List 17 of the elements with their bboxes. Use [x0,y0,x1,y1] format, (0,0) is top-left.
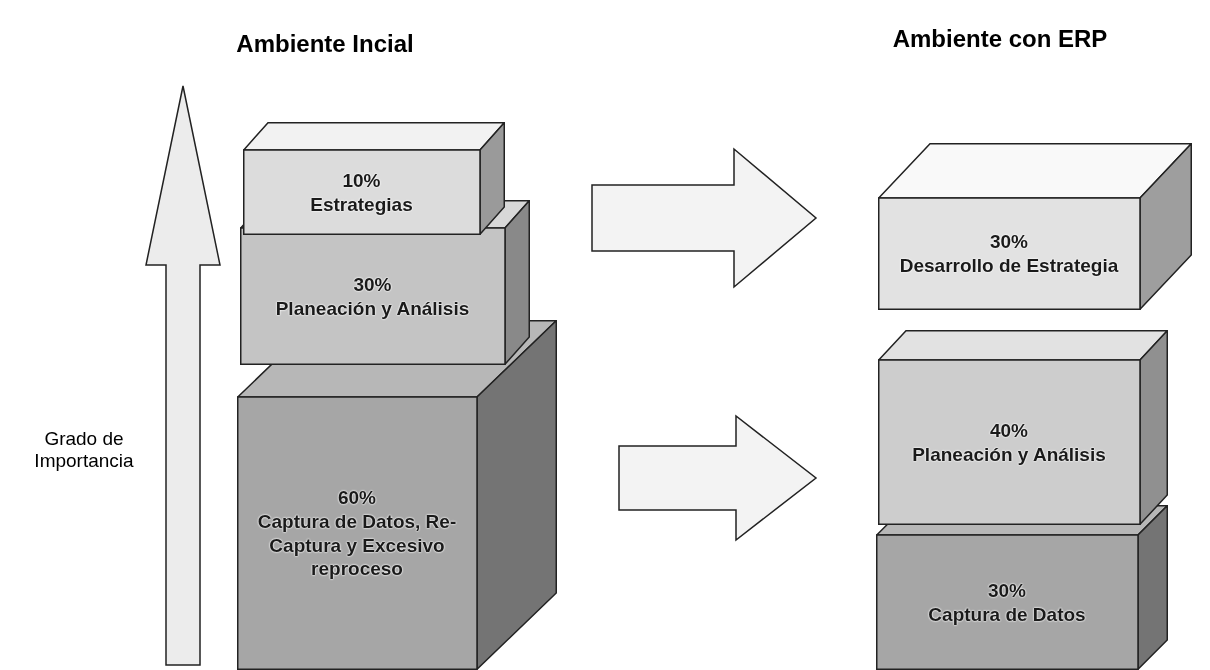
percentage-label: 10% [342,168,381,193]
percentage-label: 30% [990,230,1028,254]
block-arrow [618,414,818,542]
column-heading: Ambiente Incial [235,30,415,58]
percentage-label: 40% [990,418,1028,443]
block-label: Captura de Datos [928,602,1086,627]
block-label: Desarrollo de Estrategia [899,254,1119,278]
percentage-label: 30% [988,578,1026,603]
block-label: Planeación y Análisis [912,442,1106,467]
column-heading: Ambiente con ERP [891,25,1109,53]
block-arrow [591,147,818,289]
axis-label: Grado de Importancia [33,428,135,472]
percentage-label: 30% [353,272,392,297]
block-label: Planeación y Análisis [275,296,470,321]
percentage-label: 60% [338,486,376,510]
block-label: Captura de Datos, Re-Captura y Excesivo reproceso [257,509,457,581]
block-label: Estrategias [310,192,413,217]
